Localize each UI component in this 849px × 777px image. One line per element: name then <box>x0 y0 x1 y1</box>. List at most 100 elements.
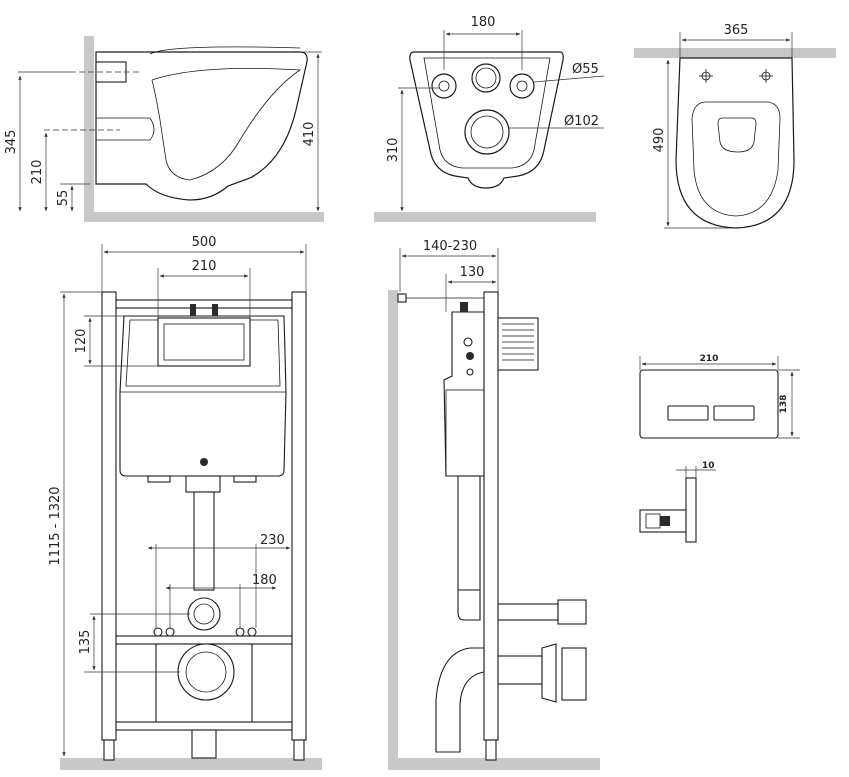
dim-label-410: 410 <box>302 122 317 147</box>
dim-label-180-top: 180 <box>471 15 496 30</box>
side-drain-bend <box>435 647 485 753</box>
inlet-hole-inner <box>475 67 497 89</box>
outlet-flange-inner <box>193 603 215 625</box>
dim-label-dia102: Ø102 <box>564 114 599 129</box>
frame-left-post <box>101 291 117 741</box>
side-drain-pipe <box>497 655 543 685</box>
dim-label-1115-1320: 1115 - 1320 <box>48 486 63 565</box>
floor-section-2 <box>374 212 596 222</box>
bowl-outlet <box>96 117 155 141</box>
flush-plate-ribs <box>502 323 534 361</box>
side-bowl-view: 345 210 55 410 <box>4 36 324 222</box>
side-flush-pipe <box>457 475 481 591</box>
flush-pipe-top <box>185 475 221 493</box>
side-cistern-connector <box>460 302 468 312</box>
fixing-hole-left <box>431 73 457 99</box>
side-valve-2 <box>466 352 474 360</box>
plate-side-body <box>685 477 697 543</box>
outlet-hole <box>464 109 510 155</box>
plate-side-mount-dark <box>660 516 670 526</box>
dim-label-210-frame: 210 <box>192 259 217 274</box>
wall-section-top <box>634 48 836 58</box>
outlet-hole-inner <box>470 115 504 149</box>
side-valve-3 <box>466 368 474 376</box>
bolt-4 <box>247 627 257 637</box>
dim-label-180-frame: 180 <box>252 573 277 588</box>
foot-right <box>293 739 305 761</box>
dim-label-135: 135 <box>78 630 93 655</box>
cistern-bracket-left <box>147 475 171 483</box>
flush-pipe <box>193 491 215 591</box>
foot-left <box>103 739 115 761</box>
side-frame-post <box>483 291 499 741</box>
dim-label-365: 365 <box>724 23 749 38</box>
bolt-3 <box>235 627 245 637</box>
flush-opening-inner <box>163 323 245 361</box>
dim-label-dia55: Ø55 <box>572 62 599 77</box>
wall-section <box>84 36 94 221</box>
leader-55 <box>533 75 605 83</box>
side-drain-cap <box>561 647 587 701</box>
dim-label-490: 490 <box>652 128 667 153</box>
foot-center <box>191 729 217 759</box>
outlet-flange <box>187 597 221 631</box>
dim-label-10: 10 <box>702 461 715 471</box>
flush-plate-front <box>639 369 779 439</box>
flush-button-left <box>667 405 709 421</box>
hinge-mark-left <box>699 69 713 83</box>
frame-top-bar <box>115 299 293 309</box>
floor-section-side <box>388 758 600 770</box>
wall-bracket <box>397 293 407 303</box>
frame-front-view: 500 210 120 1115 - 1320 230 180 135 <box>48 235 322 770</box>
bowl-rim <box>149 46 301 55</box>
cistern-valve <box>200 458 208 466</box>
dim-label-210: 210 <box>30 160 45 185</box>
cistern-connector-right <box>212 304 218 316</box>
floor-section <box>84 212 324 222</box>
dim-label-120: 120 <box>74 329 89 354</box>
flush-plate-box <box>497 317 539 371</box>
cistern-connector-left <box>190 304 196 316</box>
dim-label-140-230: 140-230 <box>423 239 477 254</box>
dim-label-210-plate: 210 <box>700 354 719 364</box>
side-flush-bend <box>457 589 481 621</box>
frame-mid-bar <box>115 635 293 645</box>
cistern-bracket-right <box>233 475 257 483</box>
bolt-2 <box>165 627 175 637</box>
drain-connector-inner <box>185 651 227 693</box>
top-bowl-opening <box>717 117 757 153</box>
side-drain-flange <box>541 643 557 703</box>
inlet-hole <box>471 63 501 93</box>
dim-label-230: 230 <box>260 533 285 548</box>
fixing-hole-right <box>509 73 535 99</box>
back-bowl-view: 180 Ø55 Ø102 310 <box>374 15 605 222</box>
side-valve-1 <box>463 337 473 347</box>
fixing-hole-left-inner <box>438 80 450 92</box>
bowl-inner-curve <box>151 67 302 181</box>
side-inlet-pipe <box>497 603 559 621</box>
dim-label-130: 130 <box>460 265 485 280</box>
wall-section-side <box>388 290 398 770</box>
flush-plate-view: 210 138 10 <box>639 354 800 543</box>
dim-label-310: 310 <box>386 138 401 163</box>
flush-button-right <box>713 405 755 421</box>
dim-label-55: 55 <box>56 190 71 207</box>
dim-label-500: 500 <box>192 235 217 250</box>
dim-label-138: 138 <box>779 395 789 414</box>
top-bowl-seat <box>691 101 781 217</box>
top-bowl-outline <box>675 57 795 229</box>
hinge-mark-right <box>759 69 773 83</box>
flush-opening <box>157 317 251 367</box>
back-bowl-outline <box>409 51 564 189</box>
frame-right-post <box>291 291 307 741</box>
floor-section-frame <box>60 758 322 770</box>
dim-label-345: 345 <box>4 130 19 155</box>
top-bowl-view: 365 490 <box>634 23 836 229</box>
frame-side-view: 140-230 130 <box>388 239 600 770</box>
fixing-hole-right-inner <box>516 80 528 92</box>
side-foot <box>485 739 497 761</box>
back-bowl-inner <box>423 57 551 169</box>
frame-bottom-bar <box>115 721 293 731</box>
